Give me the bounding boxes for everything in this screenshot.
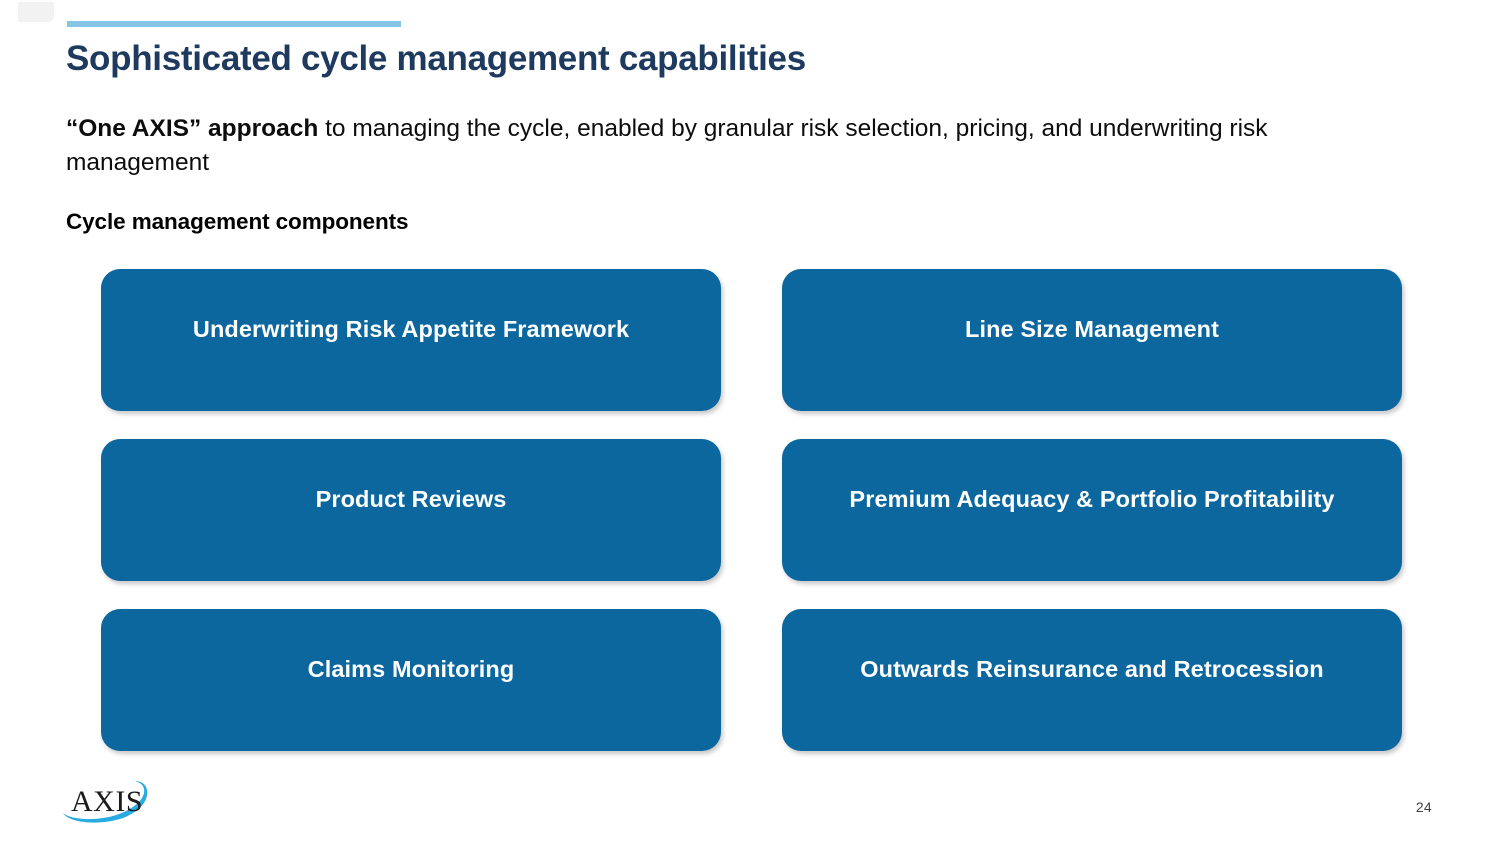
axis-wordmark: AXIS: [71, 785, 143, 818]
subhead-bold-lead: “One AXIS” approach: [66, 115, 319, 142]
component-card-product-reviews[interactable]: Product Reviews: [101, 439, 721, 581]
title-accent-bar: [67, 21, 401, 27]
axis-logo-icon: AXIS: [63, 781, 148, 823]
component-card-claims-monitoring[interactable]: Claims Monitoring: [101, 609, 721, 751]
component-card-premium-adequacy-portfolio-profitability[interactable]: Premium Adequacy & Portfolio Profitabili…: [782, 439, 1402, 581]
section-label: Cycle management components: [66, 209, 409, 234]
component-card-label: Underwriting Risk Appetite Framework: [192, 315, 630, 342]
component-card-label: Line Size Management: [964, 315, 1220, 342]
component-card-label: Premium Adequacy & Portfolio Profitabili…: [849, 485, 1335, 512]
cycle-management-components-grid: Underwriting Risk Appetite Framework Lin…: [101, 269, 1402, 751]
axis-logo: AXIS: [59, 777, 155, 827]
axis-swoosh: [63, 781, 148, 823]
component-card-line-size-management[interactable]: Line Size Management: [782, 269, 1402, 411]
component-card-label: Claims Monitoring: [307, 655, 515, 682]
page-title: Sophisticated cycle management capabilit…: [66, 39, 806, 78]
page-number: 24: [1415, 799, 1432, 815]
subhead-rest: to managing the cycle, enabled by granul…: [66, 115, 1268, 176]
corner-decoration: [18, 2, 54, 22]
component-card-label: Product Reviews: [315, 485, 507, 512]
component-card-underwriting-risk-appetite-framework[interactable]: Underwriting Risk Appetite Framework: [101, 269, 721, 411]
slide-subhead: “One AXIS” approach to managing the cycl…: [66, 112, 1396, 180]
component-card-label: Outwards Reinsurance and Retrocession: [860, 655, 1324, 682]
component-card-outwards-reinsurance-and-retrocession[interactable]: Outwards Reinsurance and Retrocession: [782, 609, 1402, 751]
